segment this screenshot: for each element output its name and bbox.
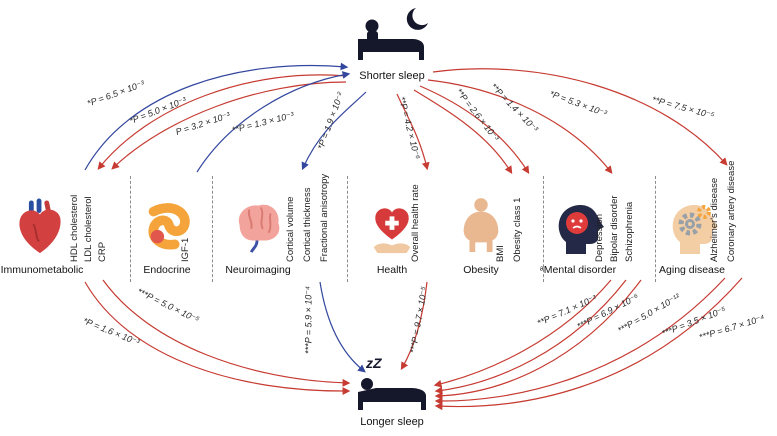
measure-cortical-thickness: Cortical thickness <box>302 187 313 262</box>
category-label-mental-disorder: ᵃMental disorder <box>539 264 617 276</box>
pancreas-graphic <box>148 203 190 250</box>
mental-graphic <box>558 204 604 254</box>
measure-bipolar-disorder: Bipolar disorder <box>609 195 620 262</box>
heart-cross-icon <box>364 196 420 263</box>
category-label-obesity: Obesity <box>463 264 499 276</box>
edge-igf1-to-shorter <box>196 71 351 173</box>
edge-shorter-to-aging <box>432 68 728 166</box>
edge-shorter-to-obesity-class <box>419 85 530 174</box>
health-graphic <box>373 208 411 254</box>
heart-vein <box>32 223 40 243</box>
edge-bipolar-to-longer <box>434 279 627 395</box>
obesity-graphic <box>463 198 499 252</box>
anatomical-heart-icon <box>12 196 68 263</box>
measure-coronary-artery-disease: Coronary artery disease <box>726 160 737 262</box>
edge-shorter-to-bmi <box>413 89 513 174</box>
edge-schizophrenia-to-longer <box>434 279 642 400</box>
gear-head-icon <box>664 195 720 262</box>
brain-stem <box>249 240 259 253</box>
bed-leg <box>419 52 424 60</box>
measure-bmi: BMI <box>495 245 506 262</box>
group-divider <box>347 176 348 282</box>
bed-asleep-icon: zZ <box>358 355 426 410</box>
category-label-immunometabolic: Immunometabolic <box>0 264 84 276</box>
brain-graphic <box>238 204 280 253</box>
shorter-sleep-label: Shorter sleep <box>359 70 425 82</box>
edge-hdl-to-shorter <box>84 62 349 171</box>
longer-sleep-label: Longer sleep <box>360 416 424 428</box>
group-divider <box>655 176 656 282</box>
category-label-health: Health <box>376 264 408 276</box>
body-icon <box>456 194 506 263</box>
brain-icon <box>227 196 289 261</box>
brain-body <box>238 204 280 241</box>
sad-eye <box>571 219 575 223</box>
bed-leg <box>421 402 426 410</box>
pvalue-anisotropy-longer: ***P = 5.9 × 10⁻⁴ <box>303 286 314 354</box>
bed-leg <box>358 52 363 60</box>
bed-blanket <box>358 388 426 402</box>
shorter-sleep-icon <box>350 6 434 69</box>
heart-body <box>19 209 61 254</box>
edge-coronary-to-longer <box>434 277 743 411</box>
sad-face <box>566 212 588 234</box>
measure-ldl-cholesterol: LDL cholesterol <box>83 196 94 262</box>
edge-anisotropy-to-longer <box>319 281 366 373</box>
person-head <box>365 19 379 33</box>
gear-icon <box>678 212 702 236</box>
edge-shorter-to-cortical-volume <box>301 91 367 171</box>
person-head <box>361 378 373 390</box>
bed-leg <box>358 402 363 410</box>
gear-hole <box>688 222 692 226</box>
edge-shorter-to-ldl <box>97 74 347 170</box>
sad-head-icon <box>550 195 606 262</box>
measure-crp: CRP <box>97 241 108 262</box>
group-divider <box>130 176 131 282</box>
edge-immuno1-to-longer <box>84 281 351 395</box>
pancreas-accent <box>150 229 165 244</box>
measure-alzheimers-disease: Alzheimer's disease <box>709 177 720 262</box>
measure-obesity-class-1: Obesity class 1 <box>512 197 523 262</box>
edge-shorter-to-overall-health <box>396 93 430 171</box>
hands <box>373 243 411 254</box>
bed-blanket <box>358 39 424 52</box>
measure-schizophrenia: Schizophrenia <box>624 201 635 262</box>
edge-alzheimers-to-longer <box>434 277 726 405</box>
heart-graphic <box>19 198 61 254</box>
body-torso <box>463 211 499 252</box>
measure-fractional-anisotropy: Fractional anisotropy <box>319 173 330 262</box>
sad-eye <box>579 219 583 223</box>
aging-graphic <box>672 204 718 254</box>
body-head <box>474 198 488 212</box>
cross-icon <box>385 216 399 230</box>
edge-shorter-to-crp <box>111 81 347 170</box>
small-gear-icon <box>697 205 711 219</box>
group-divider <box>543 176 544 282</box>
bed-awake-icon <box>358 8 428 60</box>
brain-folds <box>247 207 272 234</box>
edge-immuno2-to-longer <box>102 279 351 387</box>
measure-cortical-volume: Cortical volume <box>285 196 296 262</box>
edge-depression-to-longer <box>433 279 612 388</box>
measure-overall-health-rate: Overall health rate <box>410 184 421 262</box>
zzz-text: zZ <box>365 355 382 371</box>
edge-shorter-to-mental <box>427 79 613 174</box>
category-label-endocrine: Endocrine <box>143 264 191 276</box>
measure-hdl-cholesterol: HDL cholesterol <box>69 194 80 262</box>
category-label-neuroimaging: Neuroimaging <box>225 264 291 276</box>
longer-sleep-icon: zZ <box>350 352 434 417</box>
moon-icon <box>406 8 428 30</box>
group-divider <box>212 176 213 282</box>
category-label-aging-disease: Aging disease <box>659 264 725 276</box>
pancreas-icon <box>140 198 194 261</box>
measure-depression: Depression <box>594 213 605 262</box>
sad-mouth <box>572 225 582 229</box>
edge-overall-health-to-longer <box>400 281 428 371</box>
measure-igf1: IGF-1 <box>180 237 191 262</box>
